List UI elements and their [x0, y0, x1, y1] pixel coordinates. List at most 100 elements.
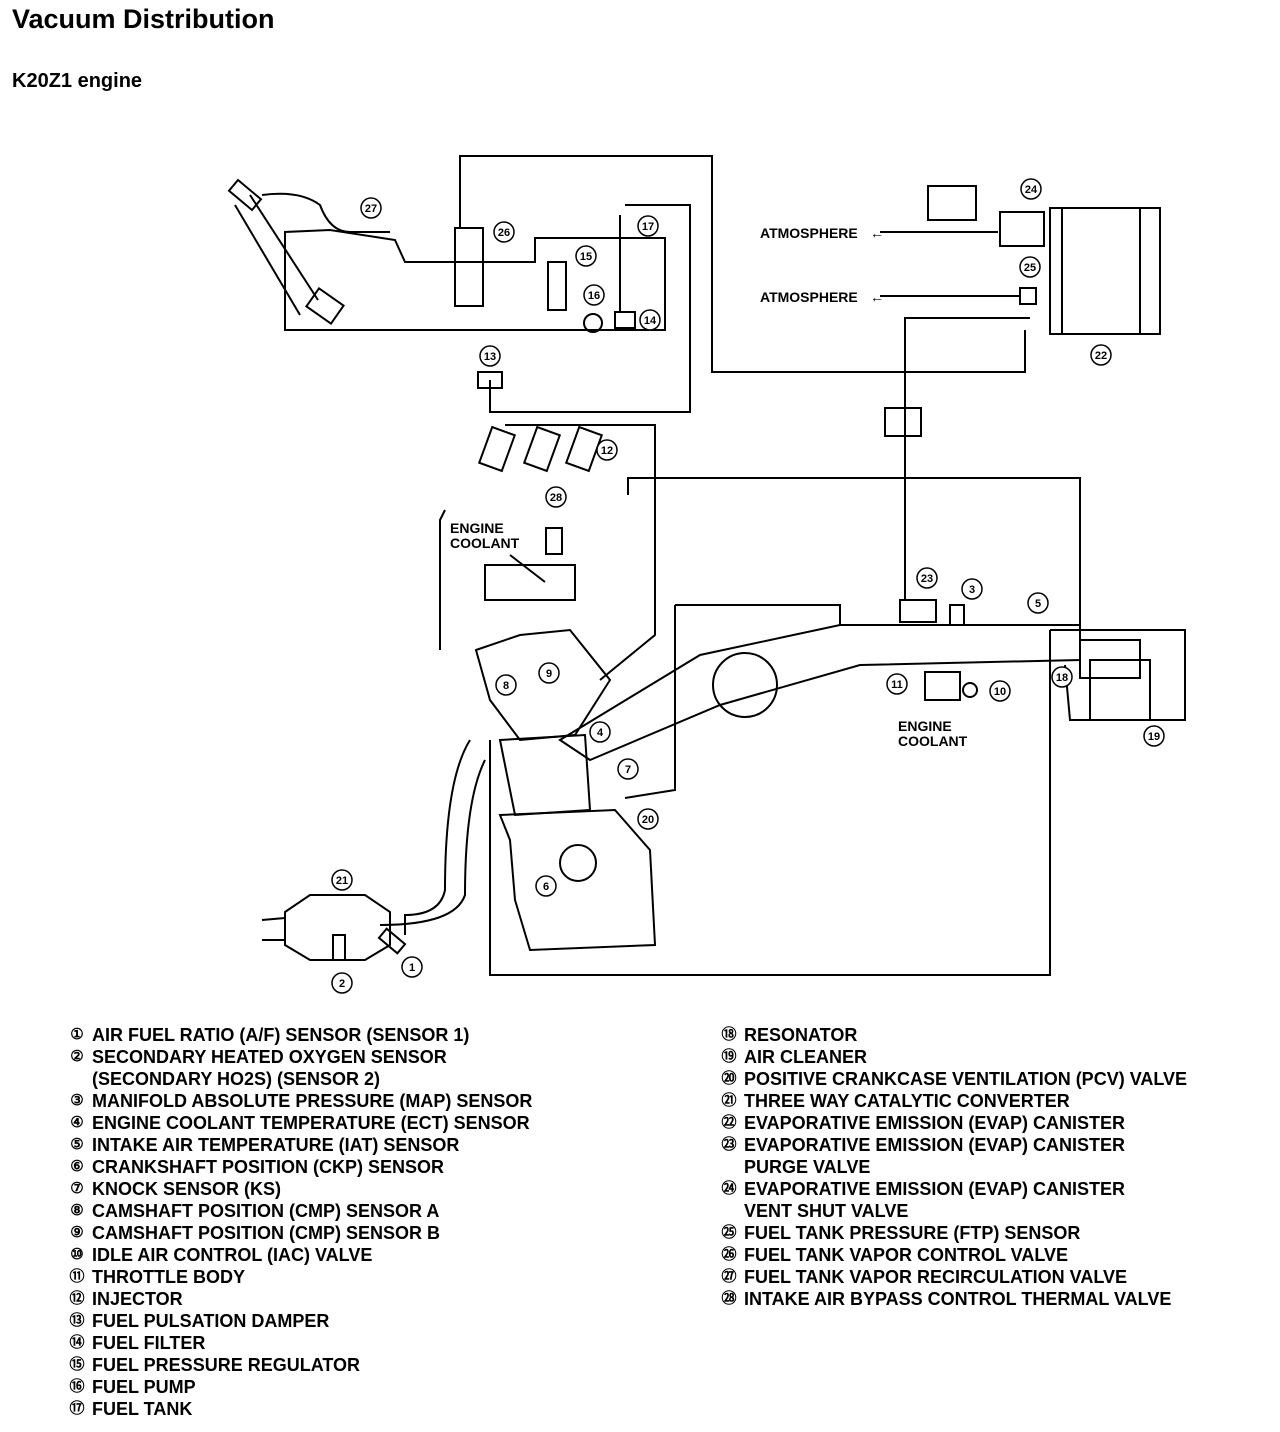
fuel-filler-cap — [227, 178, 263, 212]
pcv-return-line — [489, 630, 1051, 976]
callout-20: 20 — [637, 808, 659, 830]
af-sensor-body — [377, 927, 407, 955]
callout-25: 25 — [1019, 256, 1041, 278]
legend-number: ⑬ — [69, 1312, 85, 1329]
legend-label: FUEL PRESSURE REGULATOR — [92, 1355, 361, 1375]
ftp-sensor-body — [1019, 287, 1037, 305]
legend-label: INJECTOR — [92, 1289, 183, 1309]
legend-number: ⑯ — [69, 1378, 85, 1395]
legend-item: ㉘ INTAKE AIR BYPASS CONTROL THERMAL VALVE — [714, 1288, 1187, 1310]
callout-number: 24 — [1025, 184, 1038, 196]
callout-18: 18 — [1051, 666, 1073, 688]
legend-number: ㉕ — [721, 1224, 737, 1241]
bypass-thermal-valve-body — [545, 527, 563, 555]
legend-number: ⑰ — [69, 1400, 85, 1417]
legend-number: ③ — [70, 1092, 84, 1109]
legend-number: ⑱ — [721, 1026, 737, 1043]
legend-label: EVAPORATIVE EMISSION (EVAP) CANISTER VEN… — [744, 1179, 1126, 1221]
exhaust-tailpipe — [261, 917, 286, 941]
callout-1: 1 — [401, 956, 423, 978]
fuel-filter-body — [614, 311, 636, 329]
legend-number: ⑤ — [70, 1136, 84, 1153]
callout-number: 7 — [625, 764, 631, 776]
coolant-pipe — [484, 564, 576, 601]
callout-23: 23 — [916, 567, 938, 589]
callout-11: 11 — [886, 673, 908, 695]
callout-number: 26 — [498, 227, 510, 239]
callout-number: 6 — [543, 881, 549, 893]
legend-number: ⑧ — [70, 1202, 84, 1219]
engine-crankcase — [498, 808, 657, 952]
engine-head — [474, 628, 612, 742]
callout-5: 5 — [1027, 592, 1049, 614]
page-title: Vacuum Distribution — [12, 4, 275, 34]
fuel-supply-line — [489, 204, 691, 413]
secondary-ho2s-body — [332, 934, 346, 961]
callout-number: 12 — [601, 445, 613, 457]
legend-label: INTAKE AIR TEMPERATURE (IAT) SENSOR — [92, 1135, 460, 1155]
legend-number: ② — [70, 1048, 84, 1065]
callout-number: 13 — [484, 351, 496, 363]
callout-number: 9 — [546, 668, 552, 680]
atmosphere-arrow-1: ← — [870, 225, 884, 241]
legend-label: FUEL TANK PRESSURE (FTP) SENSOR — [744, 1223, 1081, 1243]
callout-10: 10 — [989, 680, 1011, 702]
callout-19: 19 — [1143, 725, 1165, 747]
callout-number: 17 — [642, 221, 654, 233]
callout-24: 24 — [1020, 178, 1042, 200]
legend-label: THREE WAY CATALYTIC CONVERTER — [744, 1091, 1070, 1111]
legend-number: ㉘ — [721, 1290, 737, 1307]
legend-label: KNOCK SENSOR (KS) — [92, 1179, 282, 1199]
callout-4: 4 — [589, 721, 611, 743]
legend-number: ⑮ — [69, 1356, 85, 1373]
engine-cylinder — [498, 733, 592, 817]
legend-label: FUEL PUMP — [92, 1377, 196, 1397]
callout-9: 9 — [538, 662, 560, 684]
legend-item: ⑮ FUEL PRESSURE REGULATOR — [62, 1354, 532, 1376]
resonator-box — [1079, 639, 1141, 679]
callout-layer: 1234567891011121314151617181920212223242… — [331, 178, 1165, 994]
legend-number: ⑨ — [70, 1224, 84, 1241]
callout-7: 7 — [617, 758, 639, 780]
catalytic-converter — [284, 894, 391, 961]
engine-subtitle: K20Z1 engine — [12, 70, 143, 92]
legend-number: ⑦ — [70, 1180, 84, 1197]
callout-number: 4 — [597, 727, 604, 739]
crank-trigger-wheel — [559, 844, 597, 882]
callout-13: 13 — [479, 345, 501, 367]
callout-number: 8 — [503, 680, 509, 692]
legend-label: AIR CLEANER — [744, 1047, 868, 1067]
canister-hatching — [1061, 208, 1141, 334]
crankcase-vent-line — [627, 477, 1081, 630]
map-sensor-body — [949, 604, 965, 626]
legend-item: ⑤ INTAKE AIR TEMPERATURE (IAT) SENSOR — [62, 1134, 532, 1156]
legend-number: ㉓ — [721, 1136, 737, 1153]
coolant-arrow — [509, 554, 546, 583]
legend-label: INTAKE AIR BYPASS CONTROL THERMAL VALVE — [744, 1289, 1172, 1309]
legend-label: RESONATOR — [744, 1025, 858, 1045]
callout-number: 10 — [994, 686, 1006, 698]
legend-label: THROTTLE BODY — [92, 1267, 245, 1287]
callout-2: 2 — [331, 972, 353, 994]
legend-number: ⑥ — [70, 1158, 84, 1175]
vent-shut-valve-body — [999, 211, 1045, 247]
legend-number: ⑲ — [721, 1048, 737, 1065]
callout-27: 27 — [360, 197, 382, 219]
callout-number: 15 — [580, 251, 592, 263]
filler-vent-line — [261, 192, 390, 233]
legend-label: FUEL TANK VAPOR CONTROL VALVE — [744, 1245, 1069, 1265]
callout-3: 3 — [961, 578, 983, 600]
iac-valve-body — [924, 671, 961, 701]
